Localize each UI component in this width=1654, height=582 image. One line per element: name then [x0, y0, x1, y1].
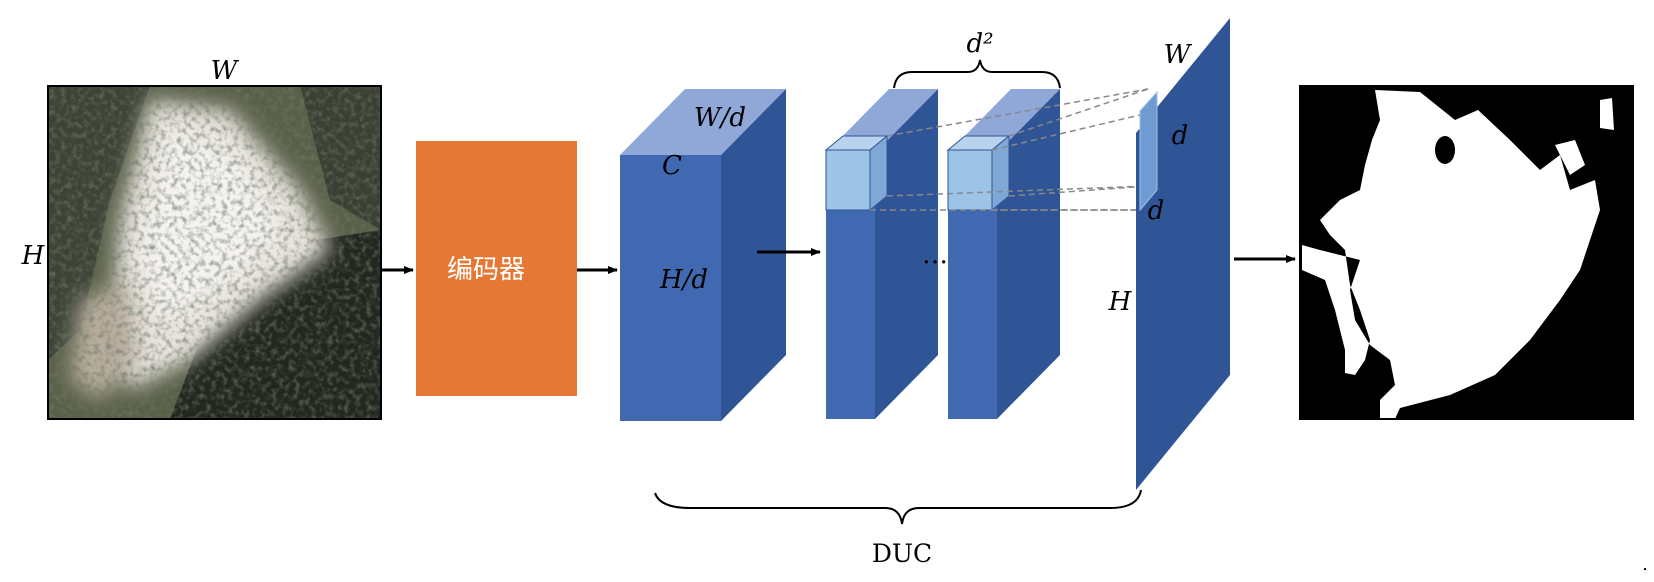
output-d-bottom-label: d: [1148, 196, 1165, 226]
duc-brace: DUC: [654, 489, 1142, 568]
input-height-label: H: [21, 241, 46, 271]
projection-lines: [870, 88, 1149, 211]
input-image: W H: [21, 56, 382, 420]
input-width-label: W: [211, 56, 240, 86]
feature-channel-label: C: [662, 151, 682, 181]
feature-map-cuboid: W/d C H/d: [620, 89, 786, 421]
encoder-block: 编码器: [416, 141, 577, 396]
feature-width-label: W/d: [694, 103, 746, 133]
output-plane: W d d H: [1108, 18, 1230, 490]
mask-landslide-region: [1302, 90, 1600, 419]
feature-height-label: H/d: [659, 265, 708, 295]
output-width-label: W: [1164, 40, 1193, 70]
duc-cell-1: [824, 134, 889, 212]
output-mask: [1299, 85, 1634, 420]
encoder-label: 编码器: [447, 255, 525, 285]
duc-channel-slab-1: [824, 89, 938, 419]
output-height-label: H: [1108, 287, 1133, 317]
d-squared-label: d²: [966, 29, 993, 59]
duc-label: DUC: [872, 539, 932, 568]
d-squared-brace: d²: [893, 29, 1061, 89]
duc-ellipsis: …: [922, 240, 948, 270]
output-d-side-label: d: [1172, 121, 1189, 151]
duc-cell-2: [946, 134, 1011, 212]
duc-channel-slab-2: [946, 89, 1060, 419]
footer-mark: .: [1642, 554, 1648, 575]
